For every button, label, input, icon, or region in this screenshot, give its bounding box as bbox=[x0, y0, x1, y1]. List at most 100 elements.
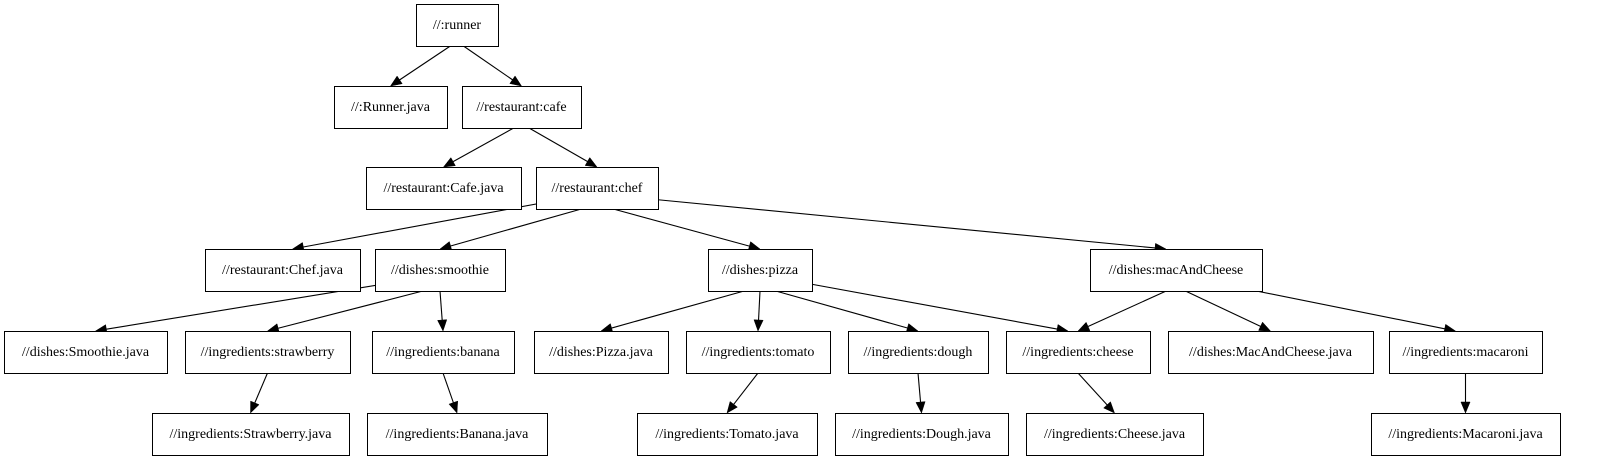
edge-line bbox=[611, 290, 745, 329]
graph-node-macandchz_java[interactable]: //dishes:MacAndCheese.java bbox=[1168, 331, 1374, 374]
edge-arrowhead-icon bbox=[389, 75, 403, 87]
node-label: //dishes:Pizza.java bbox=[549, 345, 654, 360]
node-label: //ingredients:Cheese.java bbox=[1044, 427, 1186, 442]
edge-line bbox=[399, 45, 451, 81]
node-box[interactable] bbox=[708, 249, 813, 292]
edge-line bbox=[463, 45, 513, 81]
graph-node-ing_dough[interactable]: //ingredients:dough bbox=[848, 331, 989, 374]
node-label: //:Runner.java bbox=[351, 100, 431, 115]
graph-edge bbox=[442, 127, 514, 168]
node-label: //dishes:smoothie bbox=[391, 263, 489, 278]
graph-node-dishes_smoothie[interactable]: //dishes:smoothie bbox=[375, 249, 506, 292]
graph-node-pizza_java[interactable]: //dishes:Pizza.java bbox=[534, 331, 669, 374]
edge-line bbox=[1087, 290, 1167, 327]
node-label: //dishes:MacAndCheese.java bbox=[1189, 345, 1353, 360]
graph-node-macaroni_java[interactable]: //ingredients:Macaroni.java bbox=[1371, 413, 1561, 456]
graph-node-banana_java[interactable]: //ingredients:Banana.java bbox=[367, 413, 548, 456]
node-box[interactable] bbox=[185, 331, 351, 374]
graph-edge bbox=[753, 290, 764, 332]
node-label: //ingredients:cheese bbox=[1022, 345, 1133, 360]
graph-node-dishes_pizza[interactable]: //dishes:pizza bbox=[708, 249, 813, 292]
graph-edge bbox=[600, 290, 745, 333]
graph-edge bbox=[266, 290, 423, 334]
node-box[interactable] bbox=[372, 331, 515, 374]
node-box[interactable] bbox=[416, 4, 499, 47]
node-box[interactable] bbox=[1389, 331, 1543, 374]
edge-arrowhead-icon bbox=[442, 157, 456, 168]
graph-edge bbox=[1185, 290, 1272, 332]
node-label: //dishes:pizza bbox=[722, 263, 799, 278]
node-box[interactable] bbox=[152, 413, 350, 456]
graph-node-cheese_java[interactable]: //ingredients:Cheese.java bbox=[1026, 413, 1204, 456]
edge-arrowhead-icon bbox=[1103, 401, 1115, 414]
node-box[interactable] bbox=[1168, 331, 1374, 374]
graph-node-dishes_macandchz[interactable]: //dishes:macAndCheese bbox=[1090, 249, 1263, 292]
graph-edge bbox=[437, 290, 448, 332]
edge-arrowhead-icon bbox=[753, 319, 764, 332]
graph-node-dough_java[interactable]: //ingredients:Dough.java bbox=[835, 413, 1009, 456]
graph-node-ing_macaroni[interactable]: //ingredients:macaroni bbox=[1389, 331, 1543, 374]
graph-node-chef_java[interactable]: //restaurant:Chef.java bbox=[205, 249, 361, 292]
edge-line bbox=[613, 208, 750, 247]
node-box[interactable] bbox=[366, 167, 522, 210]
node-box[interactable] bbox=[4, 331, 168, 374]
node-box[interactable] bbox=[534, 331, 669, 374]
graph-edge bbox=[1077, 290, 1167, 332]
edge-line bbox=[733, 372, 759, 405]
graph-edge bbox=[798, 281, 1069, 334]
node-label: //ingredients:Banana.java bbox=[386, 427, 529, 442]
node-box[interactable] bbox=[205, 249, 361, 292]
graph-node-runner_java[interactable]: //:Runner.java bbox=[334, 86, 448, 129]
node-box[interactable] bbox=[1371, 413, 1561, 456]
graph-edge bbox=[250, 372, 269, 414]
graph-node-restaurant_chef[interactable]: //restaurant:chef bbox=[536, 167, 659, 210]
graph-node-ing_strawberry[interactable]: //ingredients:strawberry bbox=[185, 331, 351, 374]
graph-node-ing_tomato[interactable]: //ingredients:tomato bbox=[686, 331, 831, 374]
graph-node-restaurant_cafe[interactable]: //restaurant:cafe bbox=[462, 86, 582, 129]
graph-node-tomato_java[interactable]: //ingredients:Tomato.java bbox=[637, 413, 818, 456]
graph-edge bbox=[463, 45, 523, 87]
edge-line bbox=[442, 372, 454, 403]
node-label: //restaurant:chef bbox=[552, 181, 643, 196]
edge-line bbox=[775, 290, 908, 329]
edge-line bbox=[657, 199, 1156, 249]
graph-node-cafe_java[interactable]: //restaurant:Cafe.java bbox=[366, 167, 522, 210]
node-box[interactable] bbox=[835, 413, 1009, 456]
edge-arrowhead-icon bbox=[509, 75, 523, 87]
node-label: //dishes:Smoothie.java bbox=[22, 345, 150, 360]
node-box[interactable] bbox=[686, 331, 831, 374]
node-box[interactable] bbox=[1026, 413, 1204, 456]
edge-line bbox=[452, 127, 514, 163]
node-box[interactable] bbox=[375, 249, 506, 292]
node-box[interactable] bbox=[462, 86, 582, 129]
node-label: //restaurant:Cafe.java bbox=[383, 181, 504, 196]
node-box[interactable] bbox=[334, 86, 448, 129]
graph-node-runner[interactable]: //:runner bbox=[416, 4, 499, 47]
edge-line bbox=[528, 127, 588, 162]
graph-edge bbox=[775, 290, 919, 333]
edge-arrowhead-icon bbox=[915, 401, 926, 414]
edge-arrowhead-icon bbox=[1460, 401, 1471, 414]
node-box[interactable] bbox=[637, 413, 818, 456]
node-box[interactable] bbox=[848, 331, 989, 374]
edge-line bbox=[278, 290, 423, 329]
graph-edge bbox=[1077, 372, 1115, 414]
edge-arrowhead-icon bbox=[437, 319, 448, 332]
graph-node-ing_banana[interactable]: //ingredients:banana bbox=[372, 331, 515, 374]
node-box[interactable] bbox=[536, 167, 659, 210]
graph-node-ing_cheese[interactable]: //ingredients:cheese bbox=[1006, 331, 1151, 374]
node-box[interactable] bbox=[1006, 331, 1151, 374]
edge-arrowhead-icon bbox=[250, 400, 260, 414]
node-box[interactable] bbox=[367, 413, 548, 456]
node-box[interactable] bbox=[1090, 249, 1263, 292]
graph-node-strawberry_java[interactable]: //ingredients:Strawberry.java bbox=[152, 413, 350, 456]
node-label: //ingredients:Dough.java bbox=[852, 427, 992, 442]
graph-node-smoothie_java[interactable]: //dishes:Smoothie.java bbox=[4, 331, 168, 374]
node-label: //ingredients:Macaroni.java bbox=[1388, 427, 1543, 442]
edge-arrowhead-icon bbox=[1077, 321, 1091, 332]
graph-edge bbox=[439, 208, 582, 251]
edge-line bbox=[439, 290, 443, 321]
edge-line bbox=[758, 290, 761, 321]
